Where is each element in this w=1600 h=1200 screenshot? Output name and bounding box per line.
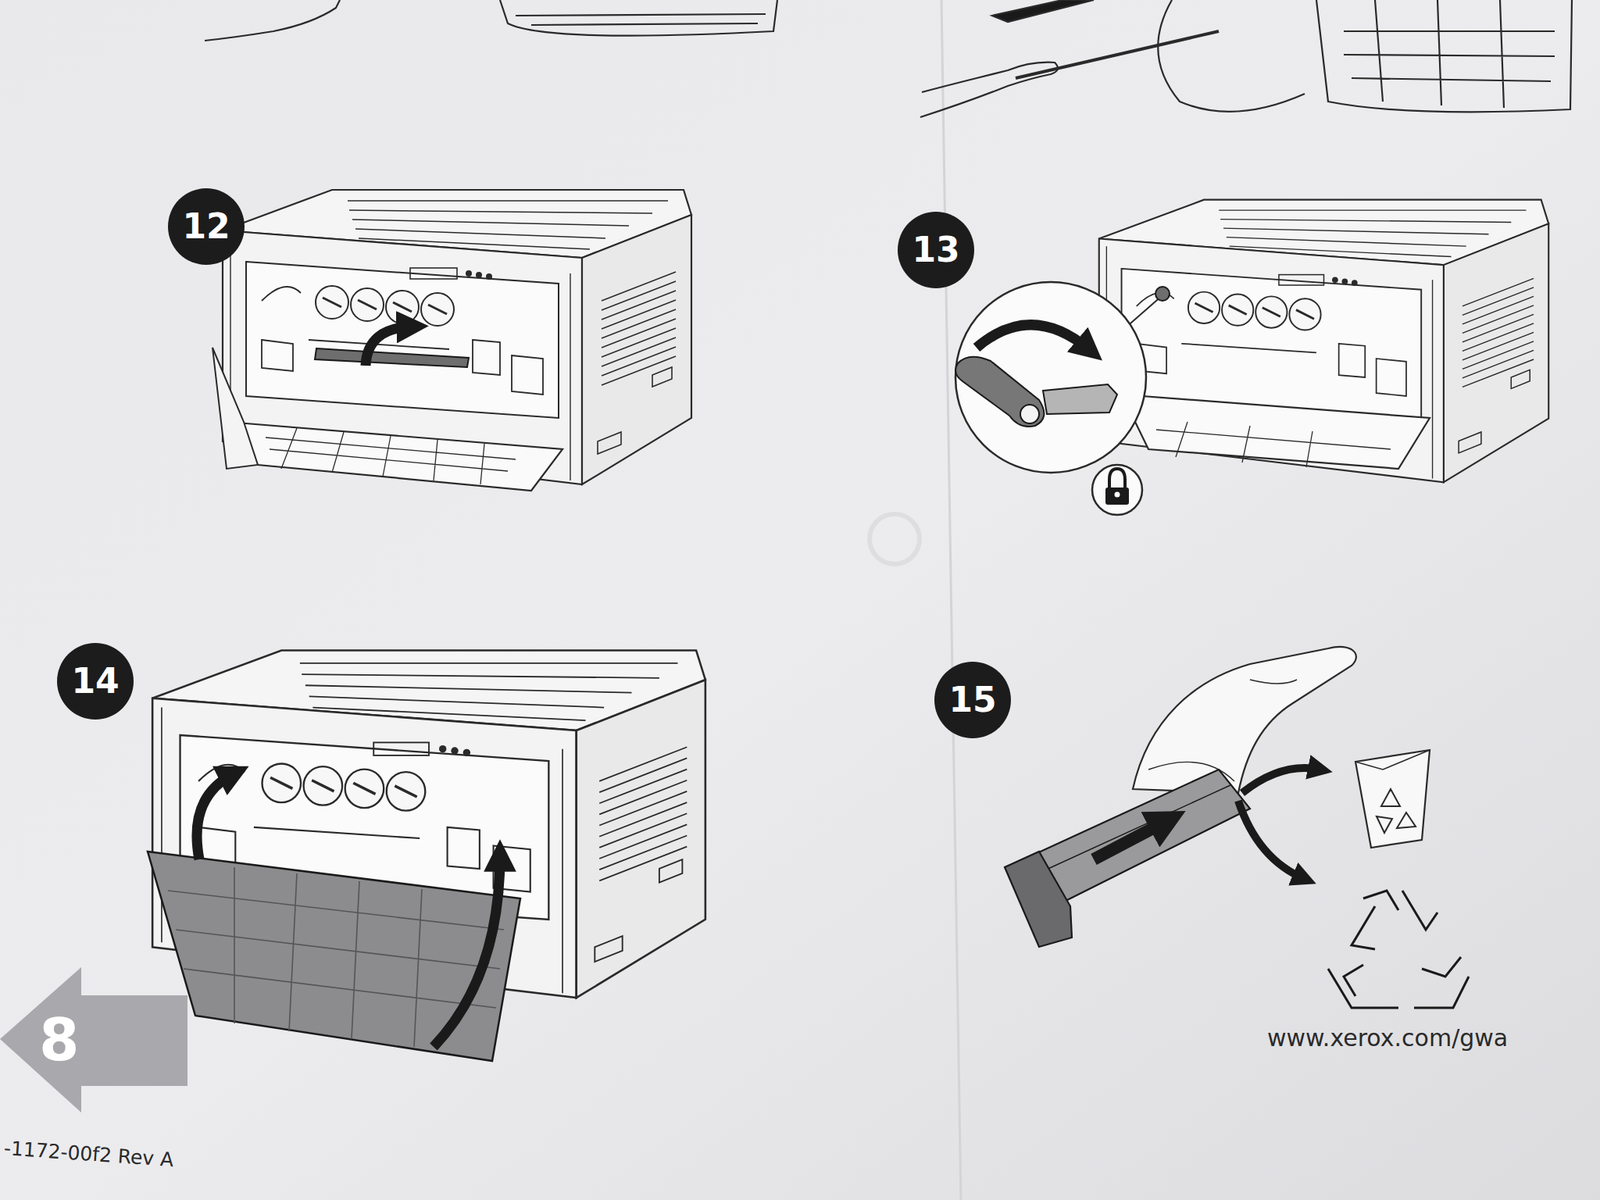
page-number: 8 — [39, 1010, 80, 1069]
arrow-shape — [0, 962, 188, 1116]
step-number: 12 — [167, 188, 245, 265]
step-number-text: 12 — [182, 209, 230, 244]
step-number-text: 13 — [911, 232, 960, 268]
step-number: 14 — [57, 642, 134, 720]
step-14-illustration — [147, 650, 706, 1061]
show-through — [869, 514, 920, 565]
step-number: 13 — [897, 211, 975, 289]
step-15-illustration — [1004, 646, 1469, 1008]
document-number: -1172-00f2 Rev A — [3, 1137, 175, 1172]
previous-steps-fragment — [204, 0, 1572, 118]
page-arrow: 8 — [0, 962, 188, 1116]
step-number-text: 15 — [948, 682, 997, 718]
step-number: 15 — [934, 661, 1011, 739]
step-12-illustration — [212, 189, 692, 491]
web-address: www.xerox.com/gwa — [1267, 1025, 1508, 1051]
paper-fold — [941, 0, 961, 1200]
step-number-text: 14 — [71, 664, 119, 699]
step-13-illustration — [955, 200, 1549, 515]
arrow-shape — [0, 967, 188, 1113]
